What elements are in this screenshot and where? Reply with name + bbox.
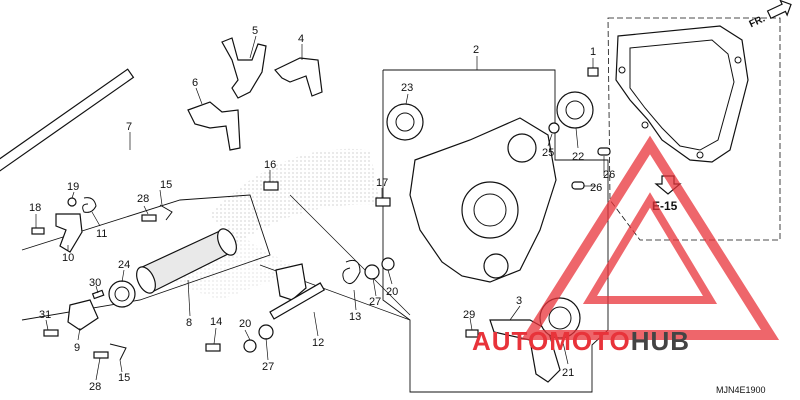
bearing-22 [556, 91, 594, 129]
watermark-text: AUTOMOTOHUB [472, 326, 690, 356]
callout-24: 24 [118, 259, 130, 271]
callout-16: 16 [264, 159, 276, 171]
washer-20a [243, 339, 257, 353]
dowel-26a [597, 147, 611, 156]
seal-27a [258, 324, 274, 340]
fr-label: FR. [748, 13, 767, 30]
stopper-arm-10 [55, 213, 83, 253]
return-spring-13 [342, 259, 361, 285]
callout-15a: 15 [160, 179, 172, 191]
callout-8: 8 [186, 317, 192, 329]
callout-7: 7 [126, 121, 132, 133]
callout-25: 25 [542, 147, 554, 159]
gasket-part [615, 25, 749, 163]
callout-26a: 26 [603, 169, 615, 181]
callout-28a: 28 [137, 193, 149, 205]
bolt-16 [263, 181, 279, 191]
bearing-24 [108, 280, 136, 308]
callout-10: 10 [62, 252, 74, 264]
callout-27a: 27 [262, 361, 274, 373]
front-direction-indicator: FR. [748, 0, 792, 30]
shift-fork-5 [221, 37, 267, 99]
spindle-arm [275, 263, 307, 301]
callout-27b: 27 [369, 296, 381, 308]
shift-fork-shaft-7 [0, 68, 135, 179]
shift-drum-parts [31, 197, 237, 361]
drum-center-9 [67, 299, 99, 331]
callout-17: 17 [376, 177, 388, 189]
callout-20a: 20 [239, 318, 251, 330]
bolt-1 [587, 67, 599, 77]
callout-26b: 26 [590, 182, 602, 194]
callout-20b: 20 [386, 286, 398, 298]
shift-fork-4 [274, 57, 323, 97]
clip-15b [109, 343, 127, 361]
seal-27b [364, 264, 380, 280]
bolt-28a [141, 214, 157, 222]
callout-31: 31 [39, 309, 51, 321]
callout-29: 29 [463, 309, 475, 321]
gearshift-spindle-parts [205, 181, 395, 353]
shift-fork-6 [187, 101, 241, 151]
bolt-14 [205, 343, 221, 352]
callout-15b: 15 [118, 372, 130, 384]
watermark: AUTOMOTOHUB [472, 135, 780, 356]
callout-5: 5 [252, 25, 258, 37]
callout-21: 21 [562, 367, 574, 379]
callout-1: 1 [590, 46, 596, 58]
callout-4: 4 [298, 33, 304, 45]
spring-11 [82, 197, 97, 213]
washer-19 [67, 197, 77, 207]
callout-13: 13 [349, 311, 361, 323]
callout-19: 19 [67, 181, 79, 193]
diagram-code: MJN4E1900 [716, 385, 766, 395]
callout-numbers: 1 2 3 4 5 6 7 8 9 10 11 12 13 14 15 15 1… [29, 25, 615, 393]
background-wing-logo [150, 148, 380, 300]
seal-25 [548, 122, 560, 134]
shift-fork-parts [0, 37, 323, 179]
callout-28b: 28 [89, 381, 101, 393]
watermark-triangle-icon [520, 135, 780, 340]
crankcase-cover-2 [386, 67, 611, 283]
callout-9: 9 [74, 342, 80, 354]
bolt-18 [31, 227, 45, 235]
bolt-28b [93, 351, 109, 359]
pin-30 [91, 289, 105, 300]
callout-12: 12 [312, 337, 324, 349]
washer-20b [381, 257, 395, 271]
callout-30: 30 [89, 277, 101, 289]
callout-18: 18 [29, 202, 41, 214]
callout-11: 11 [96, 228, 107, 240]
callout-23: 23 [401, 82, 413, 94]
clip-15a [159, 204, 173, 221]
bolt-31 [43, 329, 59, 337]
leader-lines [35, 35, 605, 381]
bearing-23 [386, 103, 424, 141]
bolt-17 [375, 197, 391, 207]
dowel-26b [571, 181, 585, 190]
callout-6: 6 [192, 77, 198, 89]
callout-14: 14 [210, 316, 222, 328]
spindle-shaft-12 [269, 282, 326, 320]
callout-3: 3 [516, 295, 522, 307]
callout-2: 2 [473, 44, 479, 56]
callout-22: 22 [572, 151, 584, 163]
